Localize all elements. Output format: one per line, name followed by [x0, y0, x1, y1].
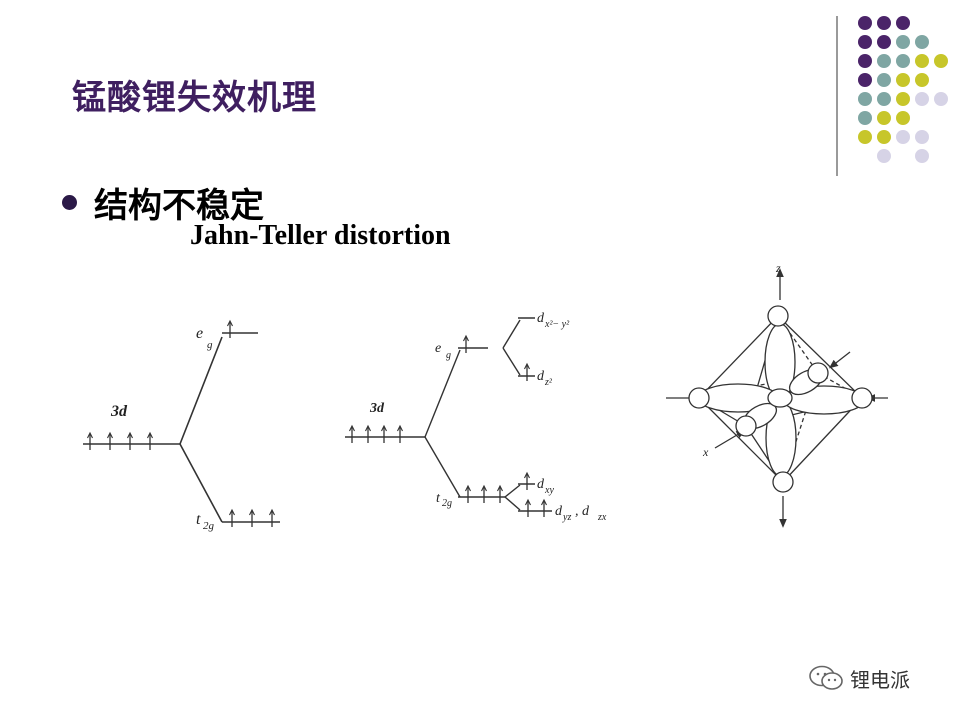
- decor-dot: [858, 73, 872, 87]
- watermark: 锂电派: [808, 660, 910, 696]
- x-axis-label: x: [702, 445, 709, 459]
- dx2y2-label: d: [537, 311, 545, 326]
- dx2y2-sub: x²− y²: [544, 319, 570, 330]
- dz2-label: d: [537, 369, 545, 384]
- left-3d-label: 3d: [110, 403, 128, 420]
- decor-dot: [915, 54, 929, 68]
- left-t2g-sub: 2g: [203, 520, 215, 532]
- wechat-icon: [809, 665, 843, 690]
- decor-dot: [915, 149, 929, 163]
- left-t2g-label: t: [196, 511, 201, 528]
- decor-dot: [877, 73, 891, 87]
- decor-dot: [858, 54, 872, 68]
- dxy-sub: xy: [544, 485, 554, 496]
- decor-dot: [877, 16, 891, 30]
- left-eg-label: e: [196, 325, 203, 342]
- middle-eg-label: e: [435, 341, 441, 356]
- decor-dot: [858, 92, 872, 106]
- left-energy-diagram: [83, 320, 280, 528]
- middle-3d-label: 3d: [369, 401, 385, 416]
- decor-dot: [915, 35, 929, 49]
- decor-dot: [915, 130, 929, 144]
- decorative-dot-grid: [850, 10, 960, 163]
- decor-dot: [858, 16, 872, 30]
- decor-dot: [896, 130, 910, 144]
- bullet-marker: [62, 195, 77, 210]
- left-eg-sub: g: [207, 339, 213, 351]
- decor-dot: [858, 35, 872, 49]
- decor-dot: [934, 54, 948, 68]
- dzx-label: , d: [575, 504, 590, 519]
- middle-energy-diagram: [345, 317, 552, 518]
- bullet-text: 结构不稳定: [94, 186, 264, 226]
- decor-dot: [915, 92, 929, 106]
- decor-dot: [858, 111, 872, 125]
- octahedron-diagram: [666, 268, 888, 528]
- decor-dot: [915, 73, 929, 87]
- decor-dot: [896, 73, 910, 87]
- middle-eg-sub: g: [446, 350, 451, 361]
- subtitle: Jahn-Teller distortion: [190, 220, 451, 251]
- decor-dot: [877, 111, 891, 125]
- dzx-sub: zx: [597, 512, 607, 523]
- decor-dot: [934, 92, 948, 106]
- slide-title: 锰酸锂失效机理: [72, 78, 317, 118]
- decor-dot: [877, 92, 891, 106]
- decor-dot: [877, 149, 891, 163]
- middle-t2g-sub: 2g: [442, 498, 452, 509]
- dz2-sub: z²: [544, 377, 553, 388]
- decor-dot: [896, 54, 910, 68]
- decor-dot: [877, 35, 891, 49]
- decor-dot: [896, 92, 910, 106]
- dxy-label: d: [537, 477, 545, 492]
- dyz-label: d: [555, 504, 563, 519]
- watermark-text: 锂电派: [850, 667, 910, 692]
- decor-dot: [877, 130, 891, 144]
- decor-dot: [896, 16, 910, 30]
- dyz-sub: yz: [562, 512, 571, 523]
- decor-dot: [858, 130, 872, 144]
- decor-dot: [896, 111, 910, 125]
- decor-dot: [896, 35, 910, 49]
- decorative-divider: [836, 16, 838, 176]
- middle-t2g-label: t: [436, 491, 441, 506]
- z-axis-label: z: [775, 261, 781, 275]
- decor-dot: [877, 54, 891, 68]
